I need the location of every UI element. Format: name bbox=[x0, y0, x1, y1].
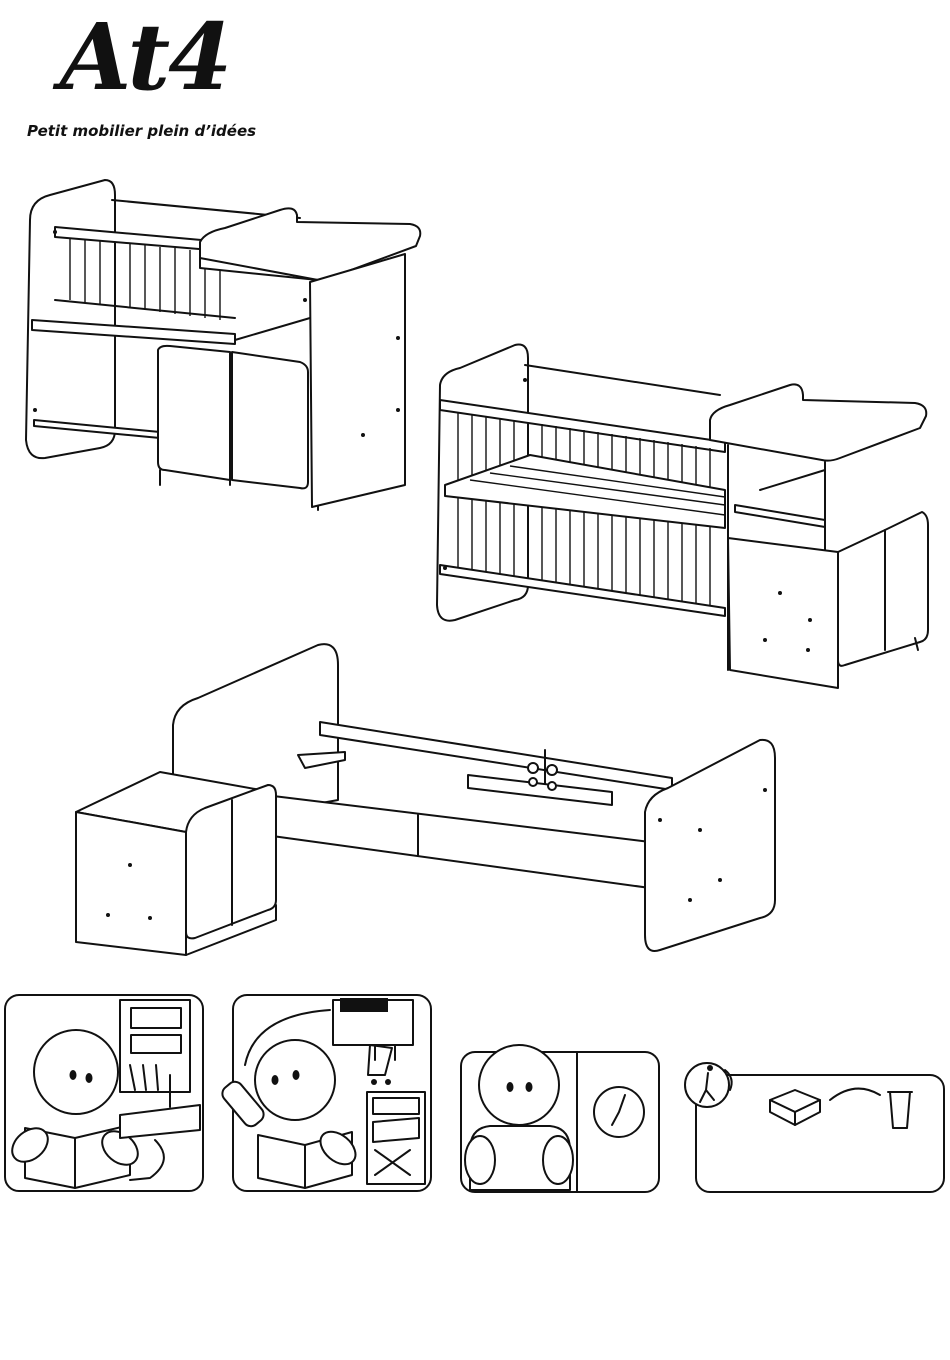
pictogram-recycle-packaging bbox=[0, 0, 950, 1360]
